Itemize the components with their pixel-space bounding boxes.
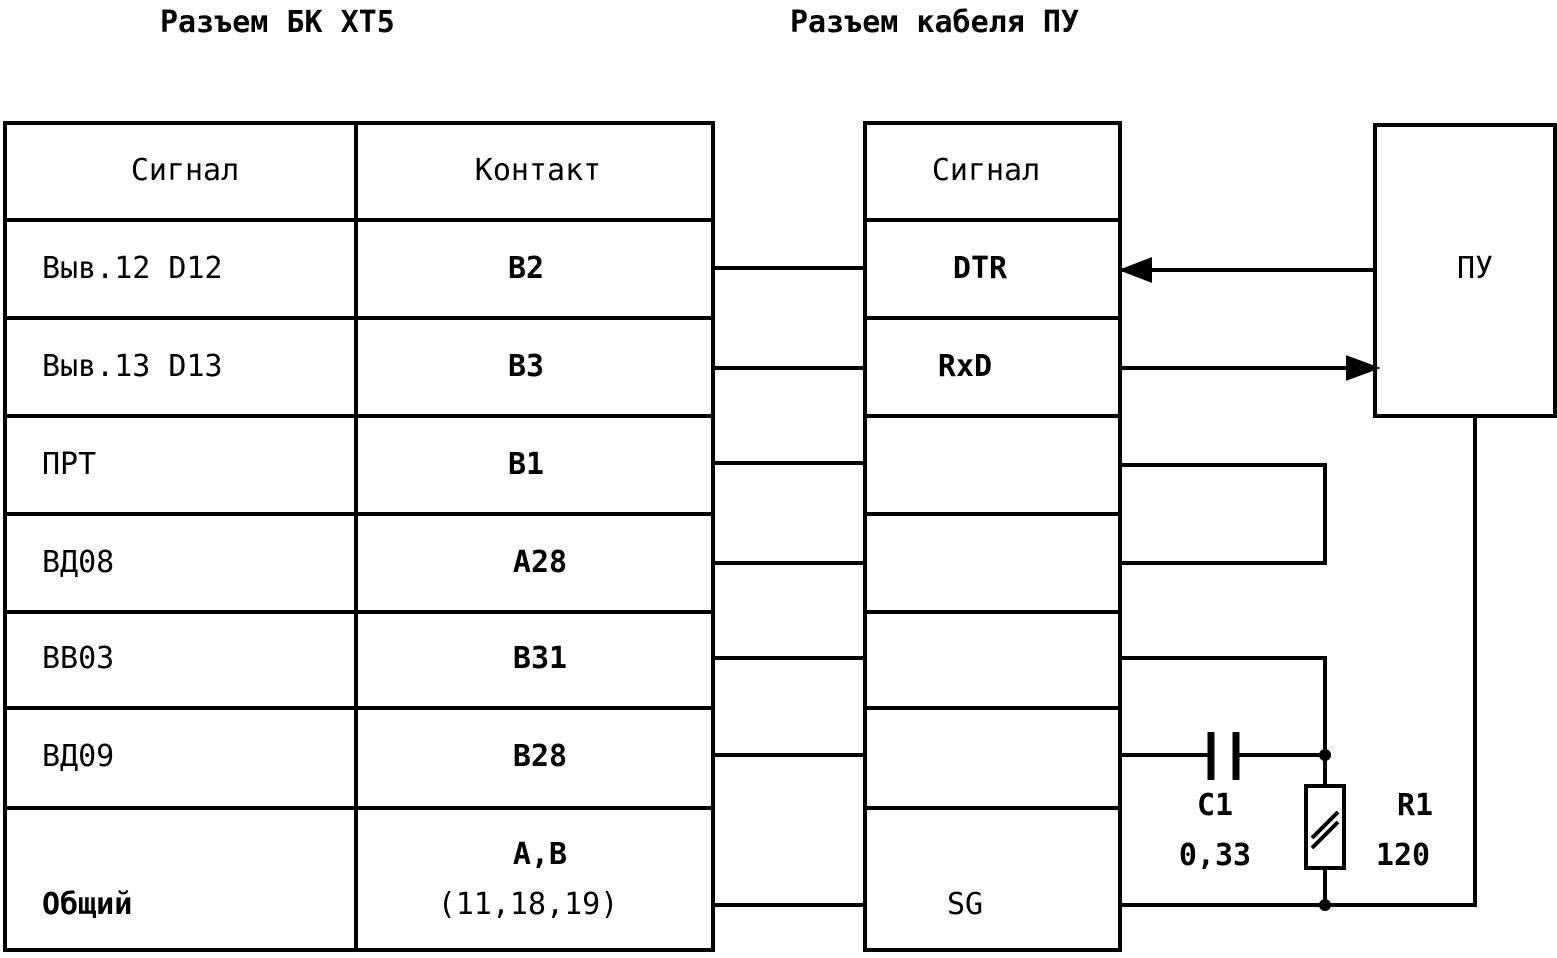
signal-cell: Выв.13 D13 bbox=[42, 349, 223, 384]
header-contact: Контакт bbox=[475, 153, 601, 188]
contact-cell: B3 bbox=[508, 349, 544, 384]
contact-cell: A,B bbox=[513, 837, 567, 872]
right-connector-title: Разъем кабеля ПУ bbox=[790, 5, 1079, 40]
signal-cell: ВД09 bbox=[42, 739, 114, 774]
header-signal: Сигнал bbox=[131, 153, 239, 188]
capacitor-name: C1 bbox=[1197, 788, 1233, 823]
signal-cell: Общий bbox=[42, 887, 132, 922]
contact-cell: B31 bbox=[513, 641, 567, 676]
contact-cell: B1 bbox=[508, 447, 544, 482]
contact-cell-pins: (11,18,19) bbox=[438, 887, 619, 922]
left-connector-title: Разъем БК XT5 bbox=[160, 5, 395, 40]
contact-cell: A28 bbox=[513, 545, 567, 580]
signal-cell: ПРТ bbox=[42, 447, 96, 482]
cable-wires bbox=[713, 266, 865, 907]
signal-cell: Выв.12 D12 bbox=[42, 251, 223, 286]
contact-cell: B2 bbox=[508, 251, 544, 286]
signal-cell: ВВ03 bbox=[42, 641, 114, 676]
device-label: ПУ bbox=[1457, 251, 1493, 286]
arrow-right-icon bbox=[1346, 355, 1381, 381]
signal-rxd: RxD bbox=[938, 349, 992, 384]
capacitor-value: 0,33 bbox=[1179, 838, 1251, 873]
contact-cell: B28 bbox=[513, 739, 567, 774]
signal-dtr: DTR bbox=[953, 251, 1008, 286]
circuit: C1 0,33 R1 120 bbox=[1118, 257, 1477, 911]
signal-sg: SG bbox=[947, 887, 983, 922]
signal-cell: ВД08 bbox=[42, 545, 114, 580]
right-table: Сигнал DTR RxD SG bbox=[863, 121, 1122, 952]
resistor-value: 120 bbox=[1376, 838, 1430, 873]
resistor-name: R1 bbox=[1397, 788, 1433, 823]
junction-dot bbox=[1319, 899, 1331, 911]
right-header-signal: Сигнал bbox=[932, 153, 1040, 188]
left-table: Сигнал Контакт Выв.12 D12 B2 Выв.13 D13 … bbox=[3, 121, 715, 952]
device-box: ПУ bbox=[1373, 123, 1557, 418]
junction-dot bbox=[1319, 749, 1331, 761]
arrow-left-icon bbox=[1118, 257, 1152, 283]
